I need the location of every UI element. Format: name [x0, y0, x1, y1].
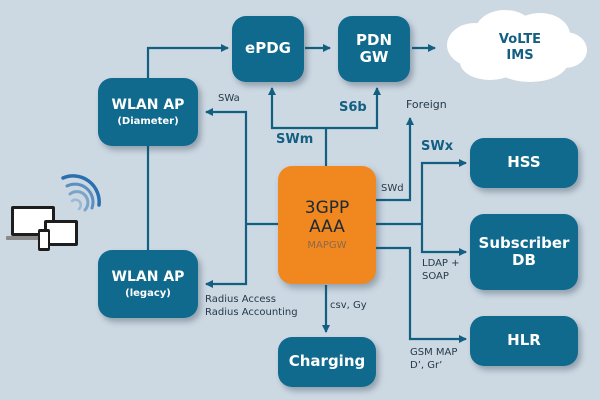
charging-label: Charging [288, 352, 366, 371]
radius-connector [205, 224, 248, 288]
wifi-signal-icon [61, 174, 101, 212]
volte-label: VoLTE [498, 32, 542, 47]
subscriber-db-line2: DB [512, 251, 536, 269]
csv-gy-label: csv, Gy [330, 300, 367, 311]
swx-to-hss-connector [420, 159, 467, 224]
mapgw-to-hlr-connector [354, 246, 467, 343]
pdn-gw-node[interactable]: PDN GW [338, 16, 410, 82]
subscriber-db-line1: Subscriber [478, 233, 570, 252]
volte-cloud-shape [447, 10, 587, 82]
aaa-node[interactable]: 3GPP AAA MAPGW [278, 166, 376, 284]
swa-label: SWa [218, 93, 240, 104]
wlan-to-epdg-connector [146, 44, 229, 80]
swx-label: SWx [421, 139, 454, 154]
aaa-title-line2: AAA [309, 216, 345, 237]
ldap-to-subdb-connector [420, 224, 467, 256]
volte-ims-node[interactable]: VoLTE IMS [480, 32, 560, 63]
swm-to-epdg-connector [268, 87, 326, 130]
gsm-map-label-line2: D’, Gr’ [410, 360, 443, 371]
epdg-label: ePDG [245, 39, 291, 58]
hss-node[interactable]: HSS [470, 138, 578, 188]
foreign-label: Foreign [406, 98, 447, 111]
ldap-soap-label-line1: LDAP + [422, 258, 460, 269]
wlan-ap-diameter-node[interactable]: WLAN AP (Diameter) [98, 78, 198, 146]
swm-label: SWm [276, 132, 314, 147]
radius-accounting-label: Radius Accounting [205, 307, 298, 318]
s6b-label: S6b [339, 100, 367, 115]
gsm-map-label-line1: GSM MAP [410, 347, 458, 358]
ims-label: IMS [506, 47, 534, 63]
swd-label: SWd [381, 183, 404, 194]
wlan-ap-legacy-subtitle: (legacy) [125, 287, 171, 299]
swd-foreign-connector [376, 117, 414, 202]
mapgw-label: MAPGW [307, 240, 347, 252]
wlan-ap-diameter-subtitle: (Diameter) [117, 115, 179, 127]
hlr-label: HLR [507, 331, 541, 350]
hlr-node[interactable]: HLR [470, 316, 578, 366]
s6b-to-pdngw-connector [326, 87, 381, 130]
wlan-ap-legacy-node[interactable]: WLAN AP (legacy) [98, 250, 198, 318]
subscriber-db-node[interactable]: Subscriber DB [470, 214, 578, 290]
tablet-icon [44, 220, 78, 246]
wlan-ap-legacy-title: WLAN AP [111, 268, 185, 285]
epdg-node[interactable]: ePDG [232, 16, 304, 82]
ldap-soap-label-line2: SOAP [422, 271, 449, 282]
charging-node[interactable]: Charging [278, 337, 376, 387]
hss-label: HSS [507, 153, 541, 172]
pdn-gw-label-line1: PDN [356, 30, 392, 49]
swa-connector [205, 108, 248, 224]
wlan-ap-diameter-title: WLAN AP [111, 96, 185, 113]
phone-icon [38, 229, 50, 251]
aaa-title-line1: 3GPP [304, 197, 350, 218]
radius-access-label: Radius Access [205, 294, 276, 305]
pdn-gw-label-line2: GW [359, 48, 389, 66]
